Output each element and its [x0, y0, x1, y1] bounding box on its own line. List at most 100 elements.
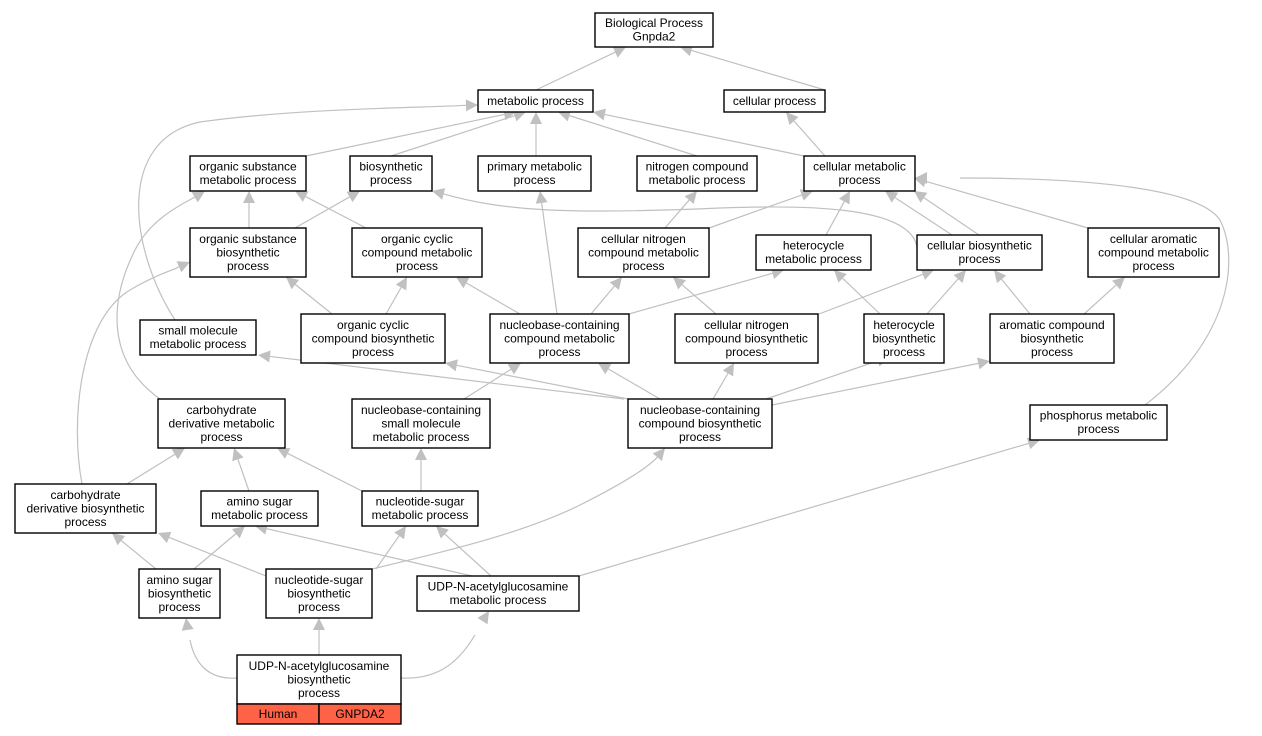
node-label: biosynthetic: [148, 586, 211, 600]
edge-arrowhead: [395, 277, 407, 291]
node-label: carbohydrate: [186, 403, 256, 417]
node-box: [265, 568, 373, 619]
edge-arrowhead: [598, 363, 612, 375]
edge-arrowhead: [277, 448, 291, 459]
is-a-edge: [712, 373, 729, 400]
go-term-node-udp-biosynthetic[interactable]: UDP-N-acetylglucosaminebiosyntheticproce…: [236, 654, 402, 705]
node-label: process: [298, 600, 340, 614]
is-a-edge: [237, 459, 250, 492]
node-box: [1087, 227, 1220, 278]
edge-arrowhead: [313, 618, 325, 630]
is-a-edge: [444, 533, 492, 577]
edge-arrowhead: [799, 189, 813, 201]
edge-arrowhead: [786, 112, 799, 125]
node-label: cellular nitrogen: [601, 232, 686, 246]
node-box: [416, 575, 580, 612]
node-label: compound metabolic: [1098, 245, 1209, 259]
node-label: nitrogen compound: [646, 160, 749, 174]
edge-arrowhead: [436, 526, 449, 539]
go-term-node-cellular[interactable]: cellular process: [723, 89, 826, 113]
node-box: [803, 155, 916, 192]
node-label: aromatic compound: [999, 318, 1104, 332]
is-a-edge: [390, 115, 515, 157]
edge-arrowhead: [530, 112, 542, 124]
edge-arrowhead: [465, 99, 478, 112]
is-a-edge: [771, 362, 979, 406]
node-box: [477, 155, 592, 192]
edge-arrowhead: [673, 277, 687, 290]
node-box: [361, 490, 479, 527]
node-label: process: [513, 173, 555, 187]
node-box: [674, 313, 819, 364]
is-a-edge: [569, 115, 698, 157]
node-label: nucleotide-sugar: [376, 495, 465, 509]
is-a-edge: [691, 49, 826, 91]
node-label: compound biosynthetic: [639, 416, 762, 430]
edge-arrowhead: [176, 261, 190, 273]
edge-arrowhead: [838, 191, 850, 205]
is-a-edge: [793, 120, 826, 157]
node-label: organic substance: [199, 232, 297, 246]
edge-arrowhead: [722, 363, 734, 377]
edge-arrowhead: [558, 109, 572, 122]
go-term-node-metabolic[interactable]: metabolic process: [477, 89, 594, 113]
node-label: process: [883, 345, 925, 359]
is-a-edge: [193, 533, 237, 570]
node-label: derivative metabolic: [168, 416, 274, 430]
is-a-edge: [120, 540, 157, 570]
node-label: process: [64, 515, 106, 529]
edge-arrowhead: [191, 191, 205, 203]
node-label: small molecule: [158, 324, 238, 338]
node-label: metabolic process: [649, 173, 746, 187]
edge-arrowhead: [445, 359, 458, 372]
node-label: process: [298, 686, 340, 700]
edge-arrowhead: [612, 46, 626, 58]
is-a-edge: [664, 199, 690, 229]
node-label: organic cyclic: [337, 318, 409, 332]
edge-arrowhead: [914, 191, 928, 203]
edge-arrowhead: [977, 357, 990, 370]
node-label: biosynthetic: [216, 245, 279, 259]
is-a-edge: [818, 273, 924, 315]
node-label: metabolic process: [765, 252, 862, 266]
is-a-edge: [305, 113, 505, 157]
edge-arrowhead: [112, 533, 126, 546]
node-label: cellular biosynthetic: [927, 239, 1032, 253]
node-box: [489, 313, 630, 364]
node-box: [477, 89, 594, 113]
node-label: biosynthetic: [287, 672, 350, 686]
edge-arrowhead: [593, 108, 606, 121]
is-a-edge: [765, 360, 878, 400]
node-label: Biological Process: [605, 16, 703, 30]
edge-arrowhead: [953, 270, 966, 283]
